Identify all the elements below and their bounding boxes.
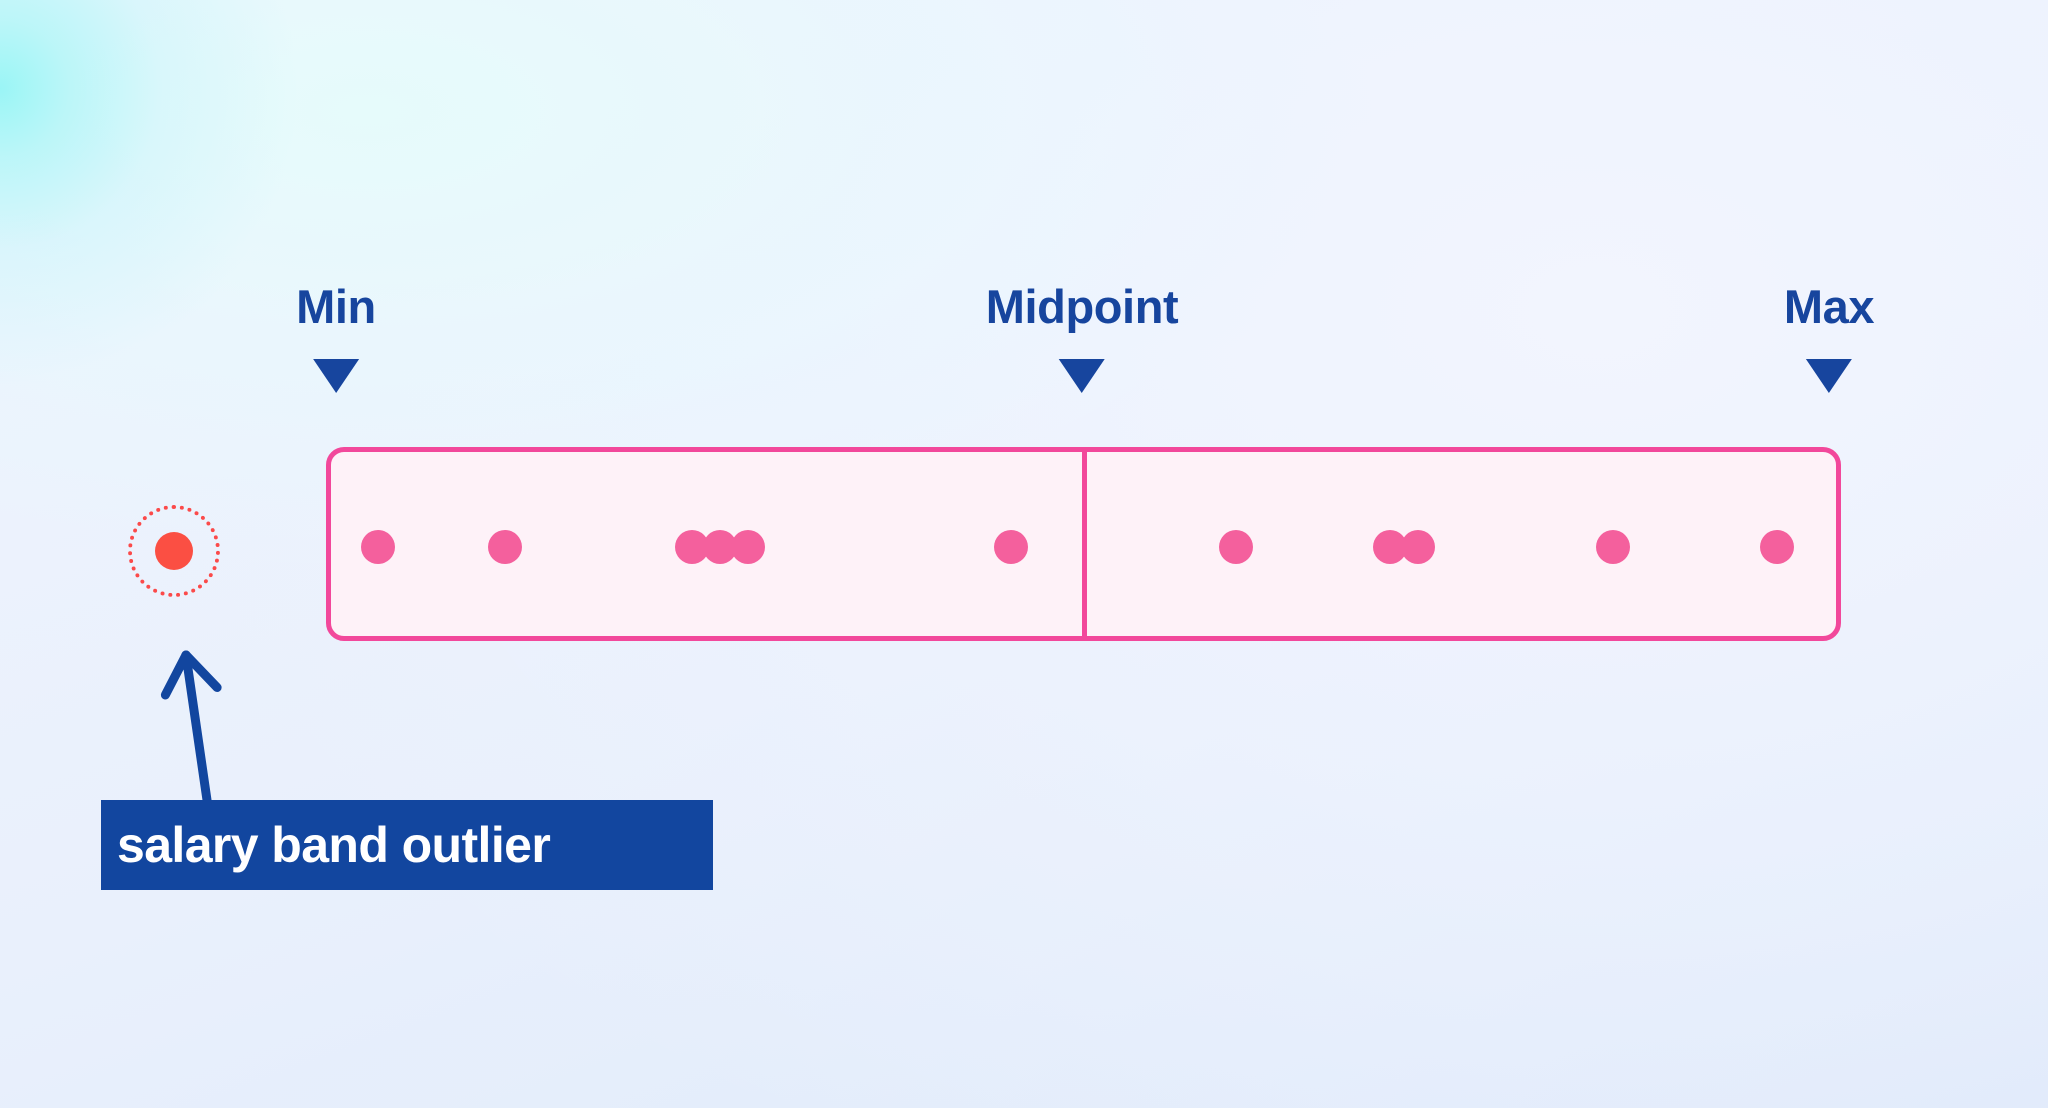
salary-point[interactable] (1760, 530, 1794, 564)
marker-min-label: Min (296, 280, 376, 333)
outlier-marker[interactable] (128, 505, 220, 597)
marker-max-label: Max (1783, 280, 1875, 333)
salary-point[interactable] (1219, 530, 1253, 564)
triangle-down-icon (1059, 359, 1105, 393)
marker-min: Min (296, 283, 376, 393)
annotation-callout: salary band outlier (101, 800, 713, 890)
salary-point[interactable] (488, 530, 522, 564)
salary-point[interactable] (994, 530, 1028, 564)
band-midpoint-divider (1082, 452, 1087, 636)
salary-point[interactable] (1596, 530, 1630, 564)
marker-midpoint-label: Midpoint (985, 280, 1179, 333)
salary-point[interactable] (1401, 530, 1435, 564)
outlier-dot-icon (155, 532, 193, 570)
marker-midpoint: Midpoint (986, 283, 1179, 393)
salary-point[interactable] (731, 530, 765, 564)
annotation-label: salary band outlier (117, 817, 551, 873)
triangle-down-icon (1805, 359, 1852, 393)
salary-band-range (326, 447, 1841, 641)
triangle-down-icon (312, 359, 359, 393)
marker-max: Max (1783, 280, 1875, 393)
salary-point[interactable] (361, 530, 395, 564)
